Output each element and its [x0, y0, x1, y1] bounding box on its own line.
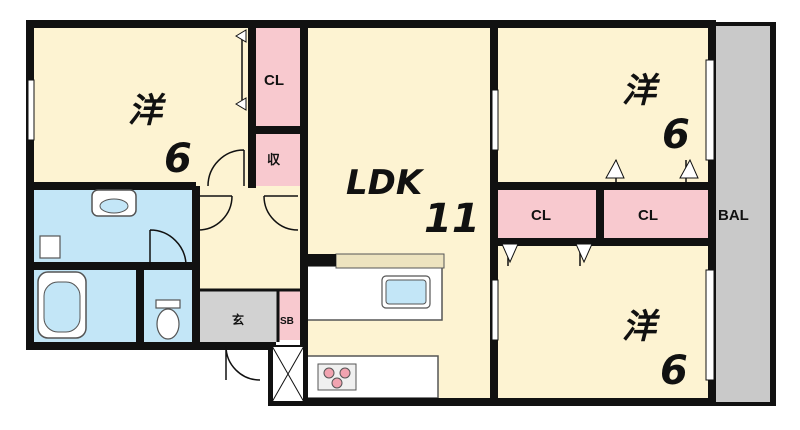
hallway: [196, 186, 304, 290]
closet-mid-left: [494, 188, 598, 240]
balcony-label: BAL: [718, 207, 749, 224]
ldk-type: LDK: [346, 163, 425, 203]
balcony-railing: [770, 24, 776, 406]
shoe-box-label: SB: [280, 316, 294, 327]
room-type-se: 洋: [622, 307, 661, 347]
storage-label: 収: [267, 152, 281, 167]
counter-top-edge: [335, 253, 445, 269]
western-room-ne: [494, 28, 708, 184]
kitchen-sink-icon: [381, 275, 431, 309]
western-room-se: [494, 242, 708, 398]
washing-machine-icon: [39, 235, 61, 259]
shoe-box: [278, 290, 304, 340]
closet-nw-label: CL: [264, 72, 284, 89]
ldk-size: 11: [424, 196, 480, 242]
closet-mid-right: [602, 188, 708, 240]
balcony-railing-bottom: [712, 402, 776, 406]
windows: [27, 59, 715, 381]
closet-mid-right-label: CL: [638, 207, 658, 224]
storage-closet: [252, 134, 304, 186]
bathtub-icon: [37, 271, 87, 339]
wall-stub: [304, 254, 336, 266]
room-type-ne: 洋: [622, 71, 661, 111]
entrance-storage-cross: [271, 345, 305, 403]
ldk-room: [304, 28, 494, 398]
closet-door-marks: [235, 29, 699, 264]
room-size-se: 6: [660, 348, 688, 394]
entrance-label: 玄: [232, 312, 244, 327]
room-type-nw: 洋: [128, 91, 167, 131]
room-size-ne: 6: [662, 112, 690, 158]
entrance-floor: [198, 290, 278, 342]
western-room-nw: [34, 28, 252, 186]
closet-nw: [252, 28, 304, 128]
balcony-area: [708, 26, 772, 402]
stove-icon: [317, 363, 357, 391]
closet-mid-left-label: CL: [531, 207, 551, 224]
toilet-icon: [155, 299, 181, 340]
room-size-nw: 6: [164, 136, 192, 182]
washbasin-icon: [91, 189, 137, 217]
balcony-railing-top: [712, 22, 776, 26]
